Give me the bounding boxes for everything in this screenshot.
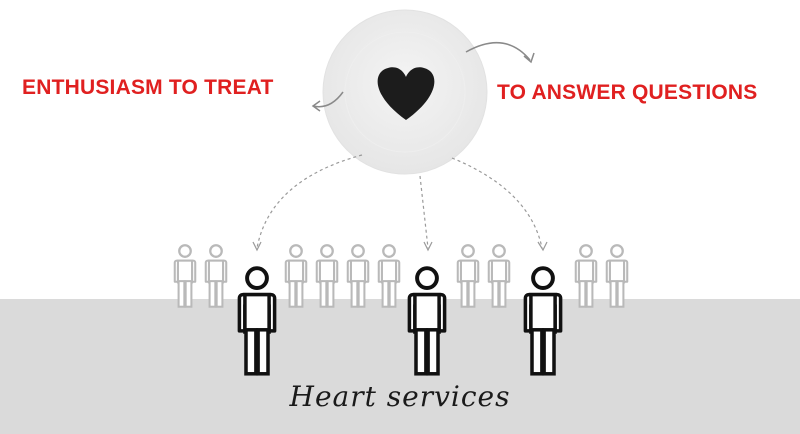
heart-icon [377,67,435,120]
connector-left [256,154,363,249]
connector-middle [419,175,429,249]
label-enthusiasm: ENTHUSIASM TO TREAT [22,76,274,99]
person-icon-left [237,266,277,376]
person-icon-right [523,266,563,376]
label-answer-questions: TO ANSWER QUESTIONS [497,81,758,104]
ground-band [0,299,800,434]
arrow-right-icon [465,41,531,61]
arrow-left-icon [312,91,344,108]
connector-right [451,157,543,249]
person-icon-middle [407,266,447,376]
caption-heart-services: Heart services [289,380,511,413]
